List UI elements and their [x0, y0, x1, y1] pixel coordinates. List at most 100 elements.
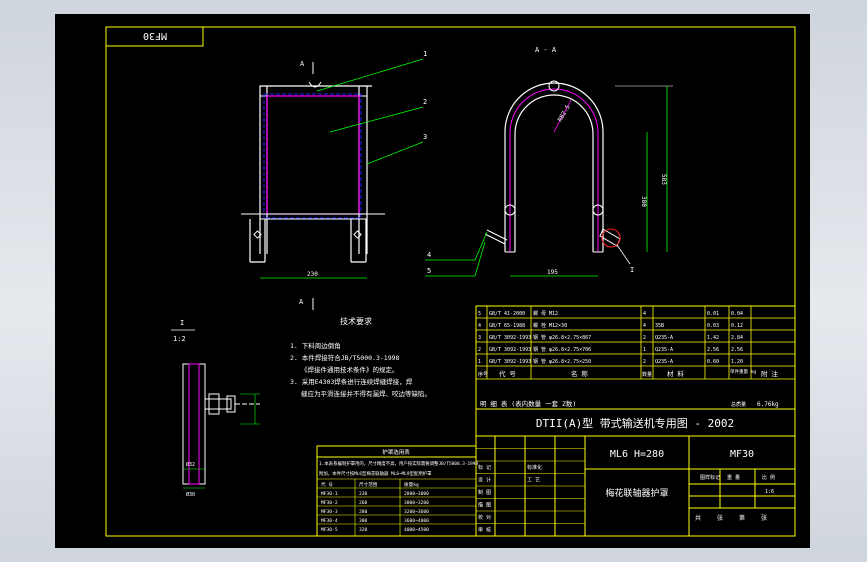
dim-d30: Ø30: [186, 491, 195, 498]
selection-cell: 3200~3600: [404, 509, 429, 515]
title-code: MF30: [730, 449, 754, 460]
selection-cell: 2800~3000: [404, 491, 429, 497]
bom-cell: GB/T 41-2000: [489, 311, 525, 317]
selection-note-1: 1.本表系编制护罩用的，尺寸精度不高，用户按实际需要调整JB/T5000.3-1…: [319, 460, 478, 467]
sheet-total-unit: 张: [717, 514, 723, 522]
selection-header-cell: 质量kg: [404, 481, 419, 488]
bom-cell: 2: [478, 347, 481, 353]
front-view: A 230 A 1 2 3: [241, 50, 427, 310]
bom-cell: 螺 母 M12: [533, 310, 558, 317]
selection-cell: 4000~4500: [404, 527, 429, 533]
bom-cell: 0.12: [731, 323, 743, 329]
tech-req-item-4: 3. 采用E4303焊条进行连续焊缝焊接，焊: [290, 377, 413, 386]
selection-table: 护罩选用表 1.本表系编制护罩用的，尺寸精度不高，用户按实际需要调整JB/T50…: [316, 445, 478, 537]
bom-summary: 明 细 表 (表内数量 一套 Z数): [480, 399, 576, 408]
bom-cell: 3: [478, 335, 481, 341]
scale-value: 1:6: [765, 489, 774, 495]
bom-header-wt: 单件重量 kg: [730, 368, 756, 375]
bom-total-value: 6.76kg: [757, 401, 779, 408]
title-block: DTII(A)型 带式输送机专用图 - 2002 ML6 H=280 MF30 …: [475, 408, 796, 537]
bom-header-code: 代 号: [499, 369, 516, 378]
leader-3: 3: [423, 133, 427, 141]
title-row-label: 制 图: [478, 489, 491, 496]
bom-header-note: 附 注: [761, 369, 778, 378]
leader-4: 4: [427, 251, 431, 259]
selection-cell: MF30-5: [321, 527, 338, 533]
view-a-label-top: A: [300, 60, 305, 68]
model-spec: ML6 H=280: [610, 449, 664, 460]
bom-cell: 2: [643, 359, 646, 365]
border-frame: [105, 26, 796, 537]
bom-header-mat: 材 料: [667, 369, 684, 378]
bom-cell: 1: [478, 359, 481, 365]
bom-cell: 1: [643, 347, 646, 353]
dim-r82: R82.5: [557, 104, 572, 123]
leader-1: 1: [423, 50, 427, 58]
selection-cell: 3000~3200: [404, 500, 429, 506]
selection-cell: 320: [359, 527, 368, 533]
bom-cell: 0.03: [707, 323, 719, 329]
dim-230: 230: [307, 271, 318, 278]
title-row-label: 审 核: [478, 527, 491, 534]
dim-195: 195: [547, 269, 558, 276]
bom-cell: Q235-A: [655, 335, 673, 341]
selection-cell: 3600~4000: [404, 518, 429, 524]
selection-cell: MF30-3: [321, 509, 338, 515]
selection-cell: MF30-4: [321, 518, 338, 524]
sheet-no-unit: 张: [761, 514, 767, 522]
bom-total-label: 总质量: [731, 401, 746, 408]
leader-2: 2: [423, 98, 427, 106]
bom-cell: 35B: [655, 323, 664, 329]
bom-cell: GB/T 3092-1993: [489, 347, 531, 353]
selection-cell: 230: [359, 491, 368, 497]
bom-cell: GB/T 65-1988: [489, 323, 525, 329]
bom-cell: 0.60: [707, 359, 719, 365]
detail-i-label: I: [180, 319, 184, 327]
selection-note-2: 附加，本件尺寸按ML6型梅花联轴器 ML6~ML9型配用护罩: [319, 470, 432, 477]
weight-label: 重 量: [727, 474, 740, 481]
bom-cell: 5: [478, 311, 481, 317]
tech-req-item-1: 1. 下料周边倒角: [290, 341, 341, 350]
bom-cell: 4: [478, 323, 481, 329]
main-title: DTII(A)型 带式输送机专用图 - 2002: [536, 416, 734, 430]
sheet-total-label: 共: [695, 514, 701, 522]
dim-d32: Ø32: [186, 461, 195, 468]
bom-cell: 钢 管 φ26.8×2.75×250: [533, 358, 591, 365]
drawing-canvas: MF30 A 230 A 1 2 3 A -: [105, 26, 796, 537]
dim-380: 380: [640, 196, 647, 207]
corner-code-text: MF30: [143, 30, 167, 41]
section-view-aa: A - A R82.5 583 380 195 4 5 I: [425, 46, 673, 277]
selection-cell: 300: [359, 518, 368, 524]
bom-cell: 钢 管 φ26.8×2.75×706: [533, 346, 591, 353]
bom-cell: 0.01: [707, 311, 719, 317]
tech-req-item-2: 2. 本件焊接符合JB/T5000.3-1998: [290, 353, 400, 362]
bom-cell: Q235-A: [655, 359, 673, 365]
technical-requirements: 技术要求 1. 下料周边倒角 2. 本件焊接符合JB/T5000.3-1998 …: [290, 316, 431, 398]
bom-cell: 钢 管 φ26.8×2.75×867: [533, 334, 591, 341]
title-mid-label: 标准化: [527, 464, 542, 471]
part-name: 梅花联轴器护罩: [605, 487, 668, 499]
bom-cell: GB/T 3092-1993: [489, 335, 531, 341]
sheet-no-label: 第: [739, 514, 745, 522]
selection-header-cell: 代 号: [321, 481, 333, 488]
title-row-label: 校 对: [478, 514, 491, 521]
bom-cell: 4: [643, 311, 646, 317]
tech-req-item-5: 缝应为平滑连接并不得有漏焊、咬边等缺陷。: [301, 389, 431, 398]
bom-header-name: 名 称: [571, 369, 588, 378]
bom-cell: 2: [643, 335, 646, 341]
bom-header-no: 序号: [478, 371, 488, 378]
detail-scale: 1:2: [173, 335, 186, 343]
ratio-label: 比 例: [762, 474, 775, 481]
selection-cell: MF30-1: [321, 491, 338, 497]
section-aa-label: A - A: [535, 46, 557, 54]
bom-cell: 4: [643, 323, 646, 329]
tech-req-item-3: 《焊接件通用技术条件》的规定。: [301, 365, 399, 374]
drawing-sheet: MF30 A 230 A 1 2 3 A -: [55, 14, 810, 548]
bom-cell: Q235-A: [655, 347, 673, 353]
title-row-label: 设 计: [478, 477, 491, 484]
bom-cell: GB/T 3092-1993: [489, 359, 531, 365]
selection-title: 护罩选用表: [382, 448, 410, 456]
bom-cell: 螺 栓 M12×30: [533, 322, 567, 329]
selection-header-cell: 尺寸范围: [359, 481, 378, 488]
